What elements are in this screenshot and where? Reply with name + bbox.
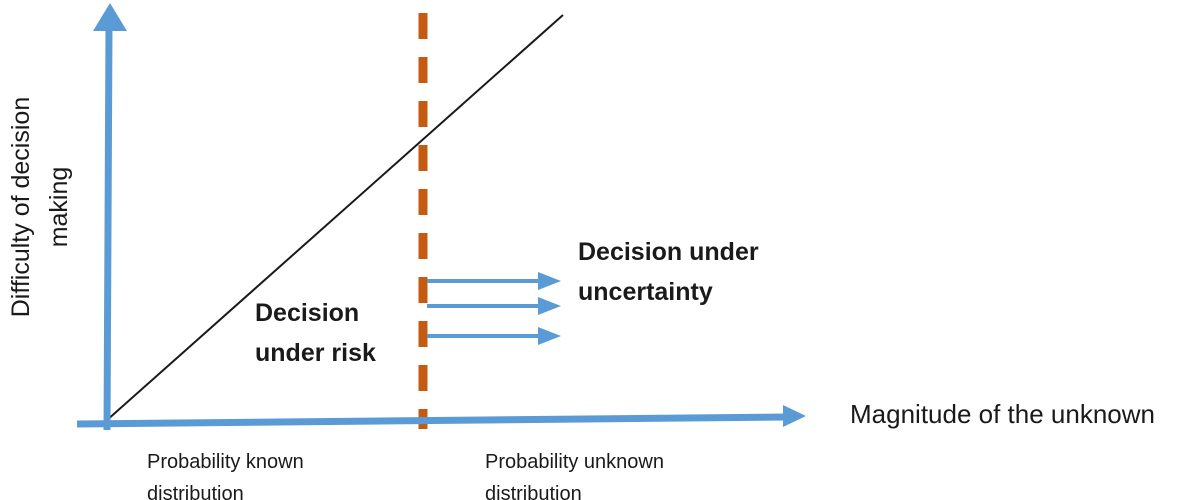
diagonal-trend-line [105,14,564,422]
y-axis [93,3,127,431]
probability-unknown-note: Probability unknown distribution [485,446,664,500]
decision-under-uncertainty-label: Decision under uncertainty [578,232,759,312]
x-axis-arrowhead-icon [783,405,806,427]
probability-known-line1: Probability known [147,451,304,473]
transition-arrows [427,272,561,345]
decision-under-risk-line1: Decision [255,299,360,327]
decision-under-uncertainty-line1: Decision under [578,238,759,266]
decision-under-risk-line2: under risk [255,339,376,367]
transition-arrowhead-icon [538,327,561,345]
decision-under-uncertainty-line2: uncertainty [578,278,713,306]
y-axis-label: Difficulty of decision making [2,57,78,357]
decision-under-risk-label: Decision under risk [255,293,376,373]
y-axis-line [103,25,113,431]
x-axis-label: Magnitude of the unknown [850,399,1155,429]
y-axis-label-line1: Difficulty of decision [7,96,35,318]
y-axis-arrowhead-icon [93,3,127,31]
probability-known-note: Probability known distribution [147,446,304,500]
y-axis-label-line2: making [45,166,73,248]
probability-unknown-line2: distribution [485,483,582,500]
transition-arrowhead-icon [538,297,561,315]
x-axis-line [76,413,790,428]
transition-arrowhead-icon [538,272,561,290]
probability-known-line2: distribution [147,483,244,500]
probability-unknown-line1: Probability unknown [485,451,664,473]
x-axis [76,405,806,428]
